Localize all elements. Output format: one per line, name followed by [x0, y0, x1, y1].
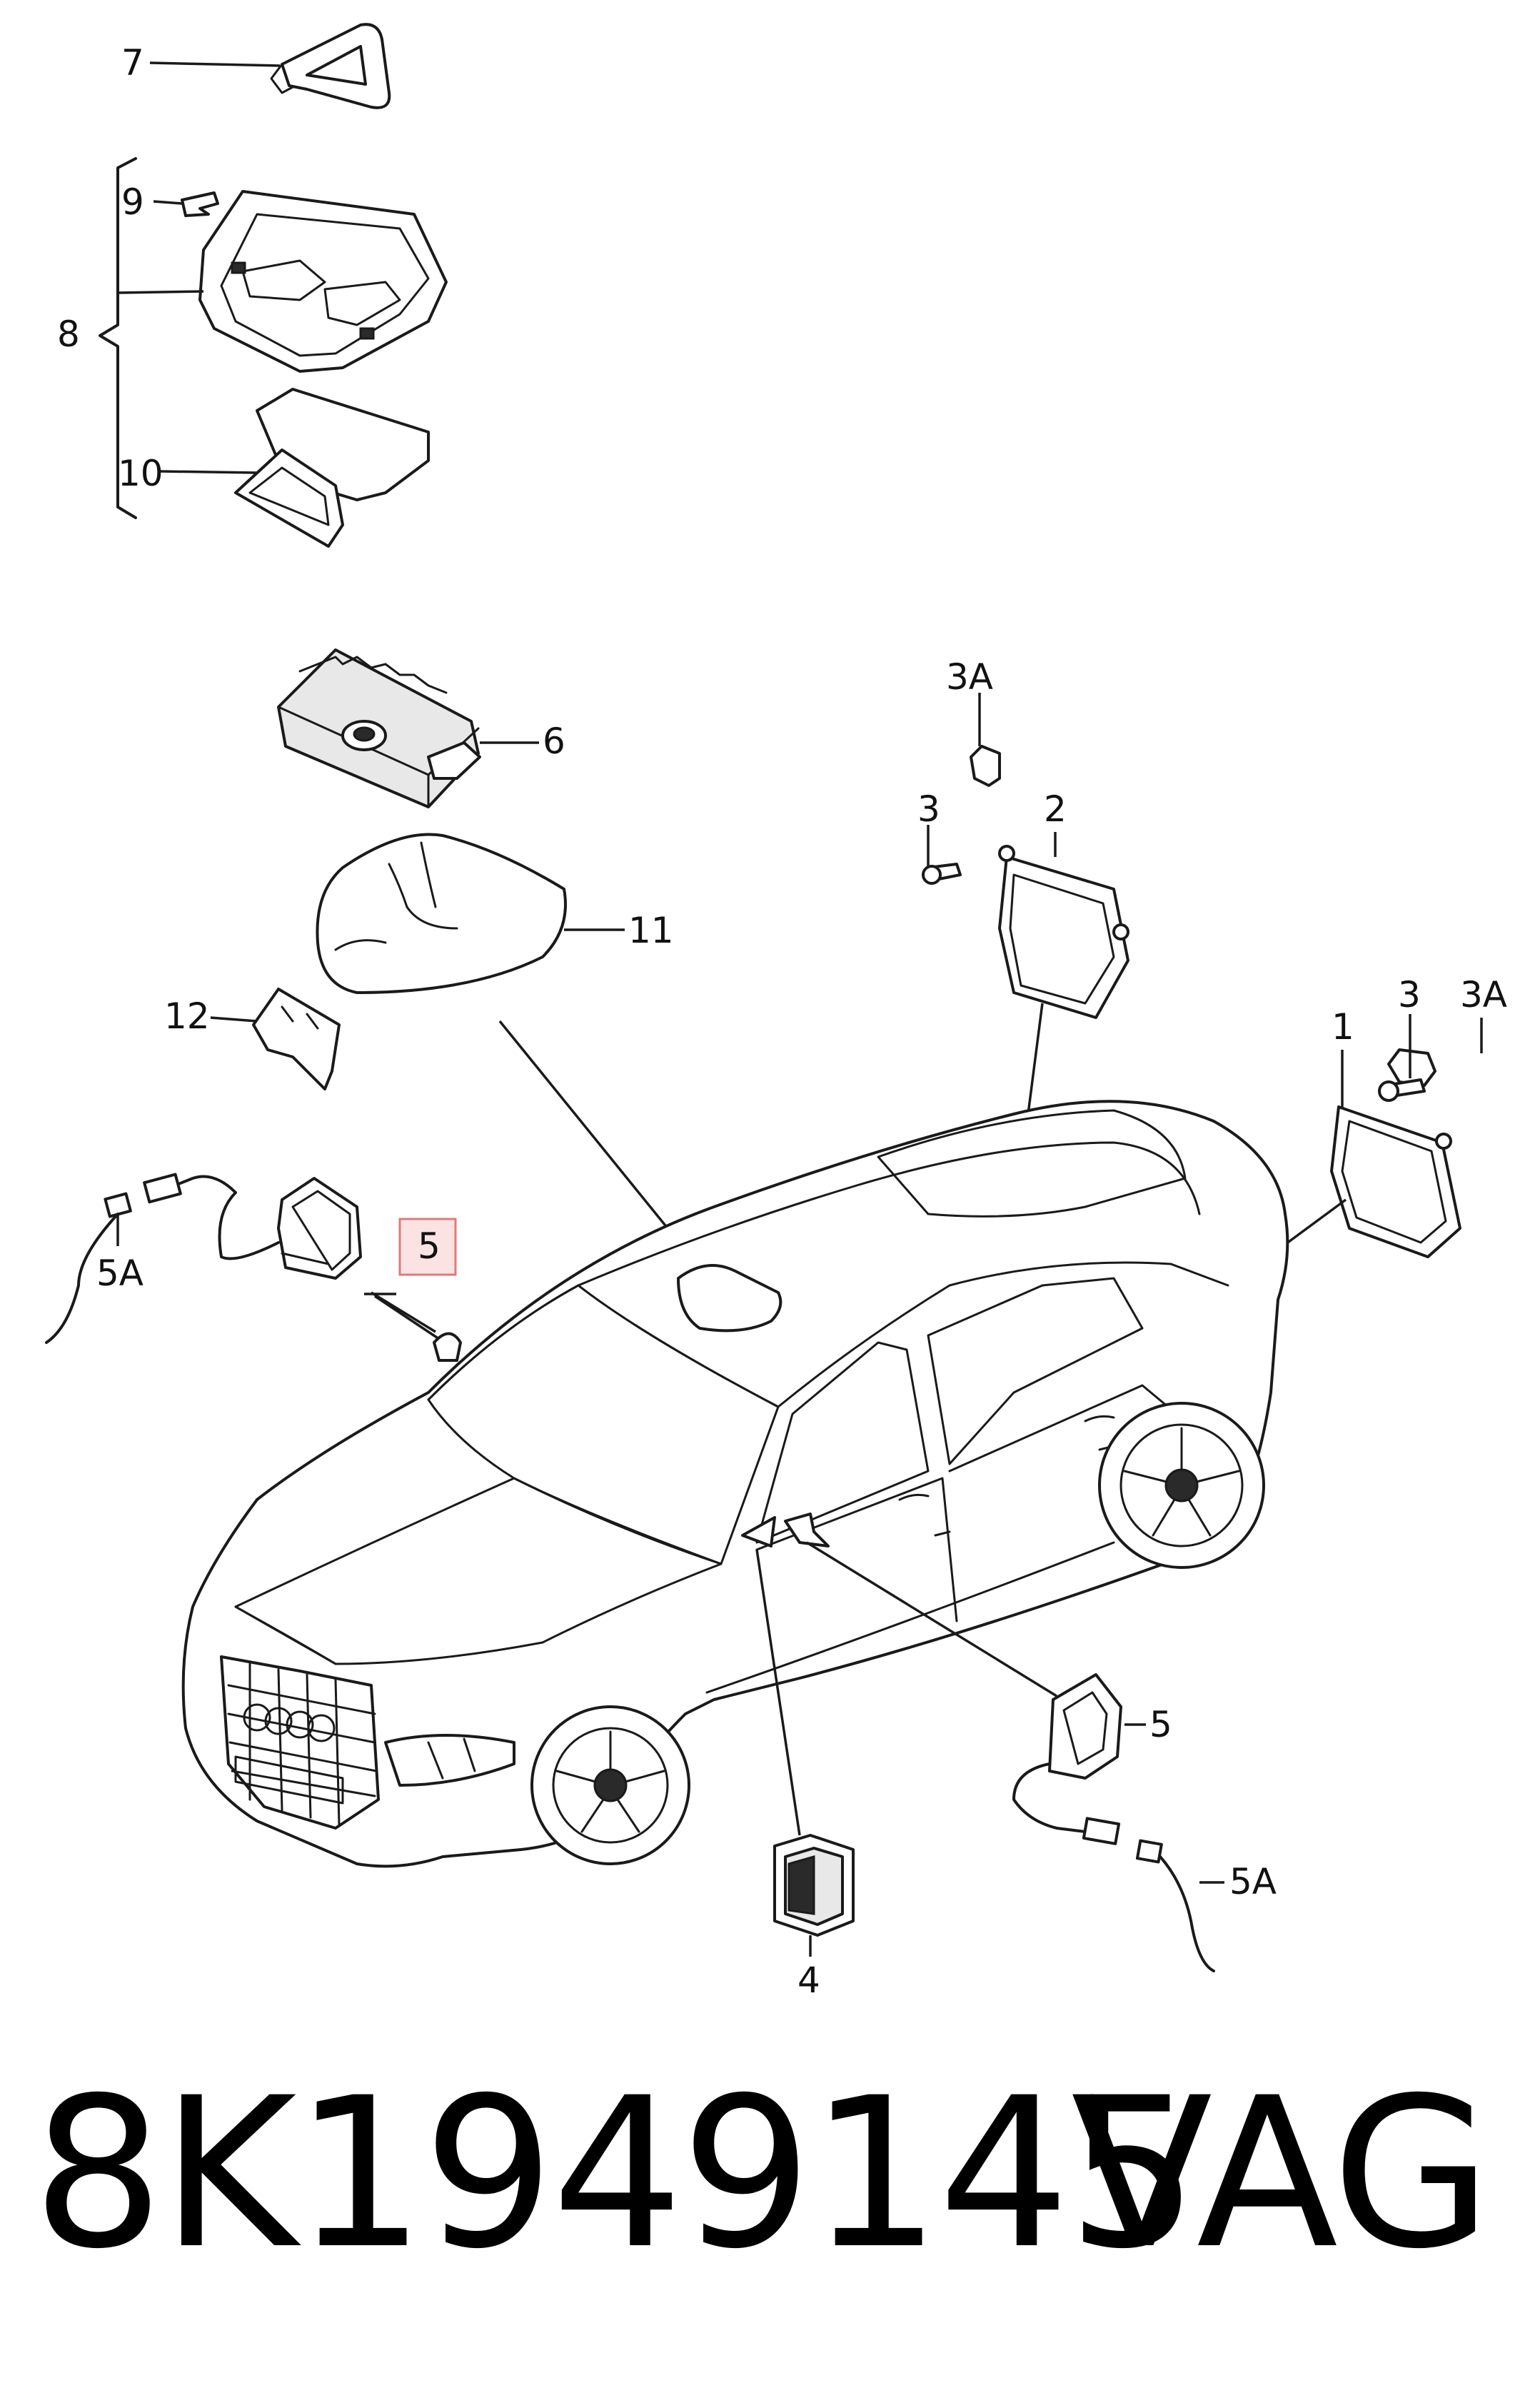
callout-12: 12	[164, 995, 210, 1037]
part-2-control-unit	[922, 693, 1129, 1158]
callout-1: 1	[1332, 1006, 1354, 1048]
callout-6: 6	[543, 721, 565, 762]
part-5-right	[806, 1541, 1224, 1972]
callout-5-right: 5	[1149, 1704, 1172, 1745]
callout-9: 9	[121, 181, 144, 223]
callout-5a-right: 5A	[1229, 1861, 1277, 1902]
part-8-group	[99, 157, 448, 548]
callout-5-highlight-box	[398, 1218, 457, 1276]
callout-3-top: 3	[917, 788, 940, 830]
callout-4: 4	[797, 1960, 820, 2001]
part-number-label: 8K1949145	[32, 2054, 1199, 2294]
brand-label: VAG	[1071, 2054, 1492, 2294]
callout-5a-left: 5A	[96, 1253, 144, 1294]
part-1-control-unit	[1226, 1014, 1483, 1285]
callout-2: 2	[1044, 788, 1067, 830]
part-6-module	[277, 648, 539, 808]
callout-5-highlight: 5	[418, 1225, 441, 1267]
callout-11: 11	[628, 910, 674, 951]
callout-8: 8	[57, 313, 80, 355]
callout-3-right: 3	[1398, 974, 1421, 1015]
callout-3a-top: 3A	[946, 656, 993, 698]
callout-10: 10	[118, 453, 163, 494]
part-7-frame	[149, 23, 391, 109]
car-illustration	[181, 1100, 1289, 1868]
part-12-bracket	[210, 988, 341, 1090]
callout-7: 7	[121, 42, 144, 84]
callout-3a-right: 3A	[1460, 974, 1507, 1015]
part-11-cover	[316, 833, 715, 1287]
part-4-switch	[755, 1549, 855, 1957]
part-5-left	[45, 1173, 440, 1344]
